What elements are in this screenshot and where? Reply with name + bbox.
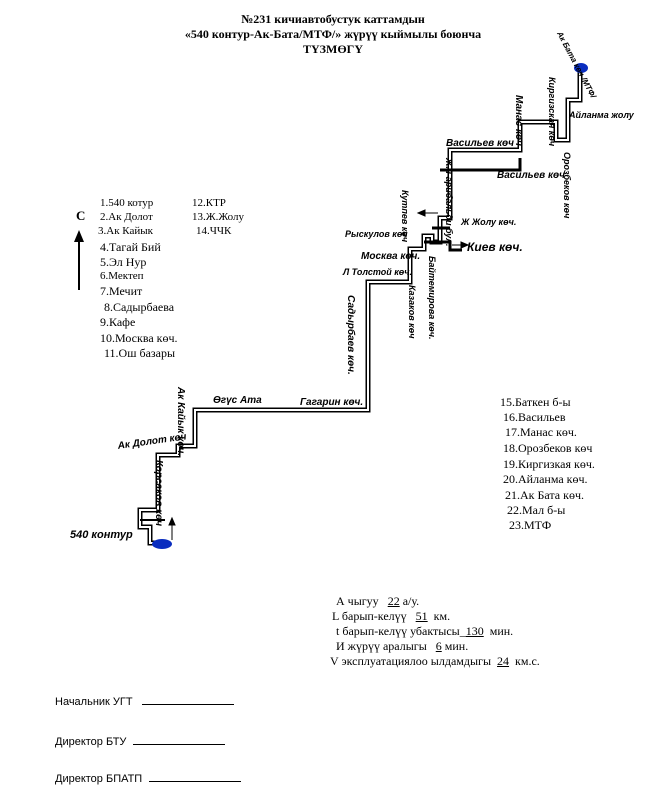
stop-item: 6.Мектеп xyxy=(100,270,144,282)
stat-label: V эксплуатациялоо ылдамдыгы xyxy=(330,654,492,668)
signature-line xyxy=(149,781,242,782)
signature-row: Директор БПАТП xyxy=(55,773,242,785)
street-label: Өгүс Ата xyxy=(213,395,262,406)
street-label: Ж. Гарибальди бул. xyxy=(444,158,454,247)
stat-row-t: t барып-келүү убактысы_130 мин. xyxy=(336,624,514,638)
street-label: Ж Жолу көч. xyxy=(461,217,517,227)
stop-item: 19.Киргизкая көч. xyxy=(503,457,595,471)
street-label: Орозбеков көч xyxy=(562,152,572,219)
terminal-start-marker xyxy=(152,539,172,549)
stat-unit: а/у. xyxy=(402,594,420,608)
stop-item: 8.Садырбаева xyxy=(104,300,175,314)
stop-item: 4.Тагай Бий xyxy=(100,240,161,254)
stop-item: 17.Манас көч. xyxy=(505,425,577,439)
stop-item: 10.Москва көч. xyxy=(100,331,178,345)
stop-item: 22.Мал б-ы xyxy=(507,503,566,517)
street-label: Киев көч. xyxy=(467,240,523,254)
street-label: Москва көч. xyxy=(361,251,421,262)
stat-label: А чыгуу xyxy=(336,594,379,608)
signature-row: Начальник УГТ xyxy=(55,696,234,708)
stop-item: 20.Айланма көч. xyxy=(503,472,588,486)
stat-value: 51 xyxy=(415,609,428,623)
street-label: Садырбаев көч. xyxy=(345,295,356,375)
direction-arrow-icon xyxy=(168,209,470,540)
street-label: Васильев көч xyxy=(446,138,514,149)
stat-row-v: V эксплуатациялоо ылдамдыгы 24 км.с. xyxy=(330,654,540,669)
stat-value: 130 xyxy=(465,624,484,638)
stop-item: 3.Ак Кайык xyxy=(98,225,153,237)
compass-label: С xyxy=(76,208,86,223)
street-label: Байтемирова көч. xyxy=(427,256,437,340)
title-line-1: №231 кичиавтобустук каттамдын xyxy=(241,12,425,26)
route-line xyxy=(137,70,583,546)
north-arrow-icon xyxy=(74,230,84,290)
signature-label: Директор БПАТП xyxy=(55,773,143,785)
street-label: 540 контур xyxy=(70,529,133,541)
street-label: Ак Кайык көч. xyxy=(175,387,186,457)
stat-value: 6 xyxy=(435,639,442,653)
signature-line xyxy=(141,704,234,705)
stop-item: 7.Мечит xyxy=(100,284,143,298)
signature-line xyxy=(133,744,226,745)
street-label: Айланма жолу xyxy=(569,110,634,120)
title-line-2: «540 контур-Ак-Бата/МТФ/» жүрүү кыймылы … xyxy=(184,27,482,41)
stop-item: 18.Орозбеков көч xyxy=(503,441,593,455)
stop-item: 9.Кафе xyxy=(100,315,136,329)
stat-label: t барып-келүү убактысы xyxy=(336,624,460,638)
street-label: Киргизская көч xyxy=(547,77,557,147)
street-label: Манас көч xyxy=(513,95,524,146)
street-label: Рыскулов көч xyxy=(345,229,408,239)
stat-unit: мин. xyxy=(489,624,514,638)
stop-item: 13.Ж.Жолу xyxy=(192,211,244,223)
stat-value: 24 xyxy=(497,654,510,668)
stop-item: 2.Ак Долот xyxy=(100,211,153,223)
stop-item: 16.Васильев xyxy=(503,410,566,424)
street-label: Васильев көч xyxy=(497,170,565,181)
stat-value: 22 xyxy=(387,594,400,608)
street-label: Л Толстой көч. xyxy=(343,267,413,277)
stat-unit: км. xyxy=(433,609,451,623)
stat-unit: мин. xyxy=(444,639,469,653)
stop-item: 23.МТФ xyxy=(509,518,552,532)
street-label: Кутпев көч xyxy=(400,190,410,243)
signature-row: Директор БТУ xyxy=(55,736,226,748)
stat-label: И жүрүү аралыгы xyxy=(336,639,427,653)
stop-item: 12.КТР xyxy=(192,197,226,209)
signature-label: Начальник УГТ xyxy=(55,696,133,708)
stat-label: L барып-келүү xyxy=(332,609,407,623)
street-label: Корсаков көч xyxy=(153,460,164,527)
stop-item: 11.Ош базары xyxy=(104,346,176,360)
stop-item: 5.Эл Нур xyxy=(100,255,147,269)
title-line-3: ТҮЗМӨГҮ xyxy=(303,42,363,56)
stat-row-a: А чыгуу 22 а/у. xyxy=(336,594,419,609)
signature-label: Директор БТУ xyxy=(55,736,127,748)
stop-item: 1.540 котур xyxy=(100,197,154,209)
terminal-end-marker xyxy=(574,63,588,73)
stat-row-i: И жүрүү аралыгы 6 мин. xyxy=(336,639,468,654)
stop-item: 14.ЧЧК xyxy=(196,225,232,237)
stat-unit: км.с. xyxy=(515,654,540,668)
stop-item: 15.Баткен б-ы xyxy=(500,395,571,409)
stop-item: 21.Ак Бата көч. xyxy=(505,488,584,502)
street-label: Гагарин көч. xyxy=(300,397,364,408)
stat-row-l: L барып-келүү 51 км. xyxy=(332,609,450,624)
street-label: Казаков көч xyxy=(407,285,417,339)
